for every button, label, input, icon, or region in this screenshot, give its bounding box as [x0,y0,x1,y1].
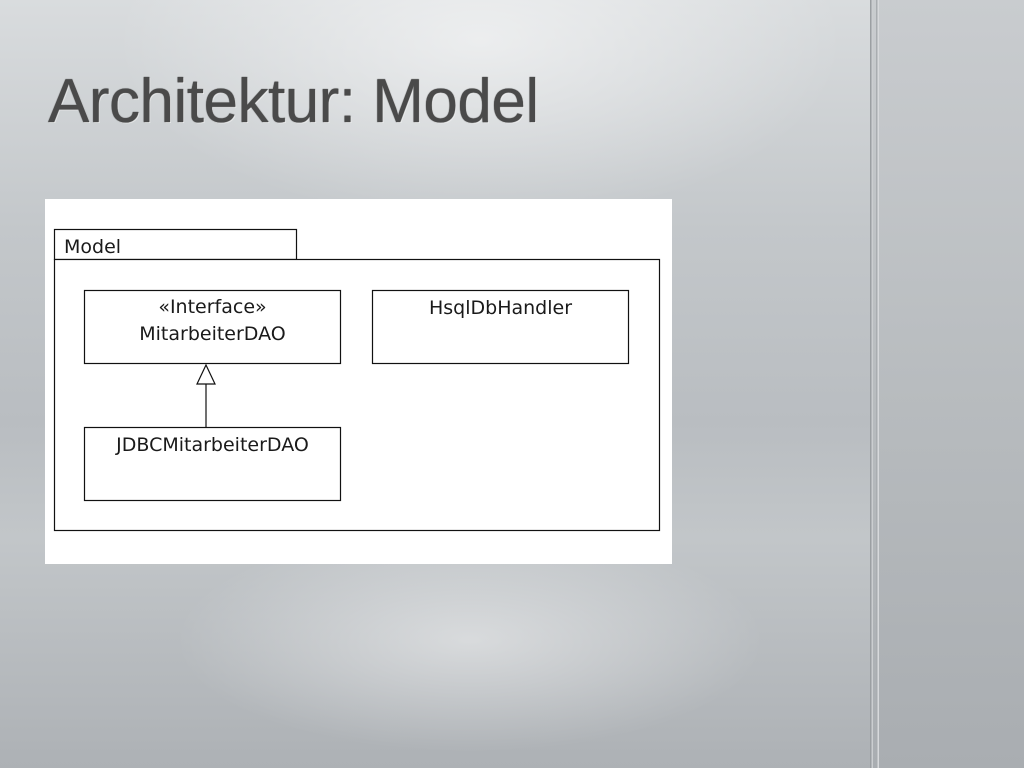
class-hsqldb-handler: HsqlDbHandler [371,289,630,365]
class-name: MitarbeiterDAO [139,323,285,345]
slide-title: Architektur: Model [48,67,539,136]
class-jdbc-mitarbeiter-dao: JDBCMitarbeiterDAO [83,426,342,502]
class-box [83,426,342,502]
uml-diagram: Model «Interface» MitarbeiterDAO HsqlDbH… [45,199,672,564]
class-box [83,289,342,365]
class-stereotype: «Interface» [158,296,266,318]
realization-arrow [196,363,216,428]
class-mitarbeiter-dao: «Interface» MitarbeiterDAO [83,289,342,365]
hollow-triangle-arrowhead [196,363,216,385]
class-name: HsqlDbHandler [429,297,572,319]
package-tab [53,228,298,261]
side-panel [870,0,1024,768]
class-box [371,289,630,365]
class-name: JDBCMitarbeiterDAO [115,434,309,456]
package-name: Model [64,236,121,258]
vertical-divider [870,0,873,768]
vertical-divider-highlight [876,0,879,768]
